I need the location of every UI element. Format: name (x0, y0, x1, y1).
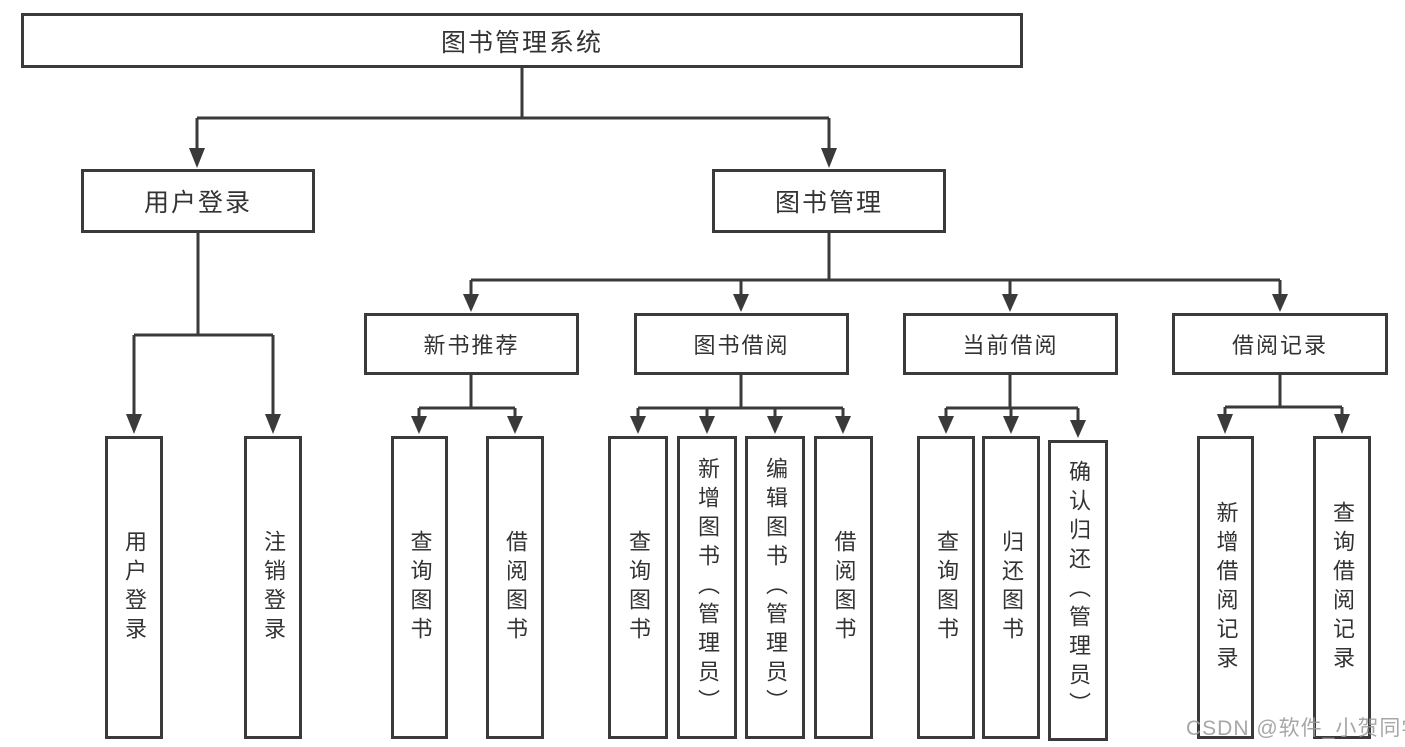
leaf-label: 新增图书（管理员） (695, 457, 720, 718)
leaf-user-login: 用户登录 (105, 436, 163, 739)
new-book-connector (411, 375, 523, 434)
node-user-login: 用户登录 (81, 169, 315, 233)
leaf-label: 查询借阅记录 (1330, 500, 1355, 675)
book-management-connector (463, 233, 1288, 312)
leaf-add-book-admin: 新增图书（管理员） (677, 436, 737, 739)
book-borrow-connector (630, 375, 851, 434)
leaf-label: 注销登录 (261, 529, 286, 646)
node-book-borrow: 图书借阅 (634, 313, 849, 375)
leaf-query-book-1: 查询图书 (391, 436, 448, 739)
user-login-connector (126, 233, 281, 434)
node-label: 借阅记录 (1231, 333, 1328, 358)
leaf-borrow-book-2: 借阅图书 (814, 436, 873, 739)
leaf-logout: 注销登录 (244, 436, 302, 739)
leaf-label: 借阅图书 (503, 529, 528, 646)
leaf-query-book-3: 查询图书 (917, 436, 975, 739)
leaf-borrow-book-1: 借阅图书 (486, 436, 544, 739)
leaf-query-borrow-record: 查询借阅记录 (1313, 436, 1371, 739)
node-label: 图书管理 (774, 189, 883, 217)
current-borrow-connector (938, 375, 1086, 438)
node-label: 图书管理系统 (440, 28, 603, 57)
leaf-label: 用户登录 (122, 529, 147, 646)
borrow-record-connector (1217, 375, 1350, 434)
leaf-label: 查询图书 (407, 529, 433, 646)
csdn-watermark: CSDN @软件_小贺同学 (1186, 717, 1405, 740)
node-label: 用户登录 (143, 189, 252, 217)
node-current-borrow: 当前借阅 (903, 313, 1118, 375)
leaf-edit-book-admin: 编辑图书（管理员） (745, 436, 805, 739)
leaf-label: 确认归还（管理员） (1066, 460, 1091, 721)
leaf-label: 借阅图书 (831, 529, 857, 646)
node-new-book-recommend: 新书推荐 (364, 313, 579, 375)
leaf-label: 归还图书 (999, 529, 1024, 646)
node-book-management: 图书管理 (712, 169, 946, 233)
node-label: 新书推荐 (423, 333, 520, 358)
node-label: 图书借阅 (693, 333, 790, 358)
node-borrow-record: 借阅记录 (1172, 313, 1388, 375)
root-connector (189, 68, 837, 168)
leaf-return-book: 归还图书 (982, 436, 1040, 739)
leaf-label: 查询图书 (934, 529, 959, 646)
leaf-label: 编辑图书（管理员） (763, 457, 788, 718)
leaf-label: 新增借阅记录 (1213, 500, 1239, 675)
leaf-confirm-return-admin: 确认归还（管理员） (1048, 440, 1108, 741)
leaf-label: 查询图书 (626, 529, 651, 646)
leaf-query-book-2: 查询图书 (608, 436, 668, 739)
node-library-management-system: 图书管理系统 (21, 13, 1023, 68)
leaf-add-borrow-record: 新增借阅记录 (1197, 436, 1254, 739)
node-label: 当前借阅 (962, 333, 1059, 358)
